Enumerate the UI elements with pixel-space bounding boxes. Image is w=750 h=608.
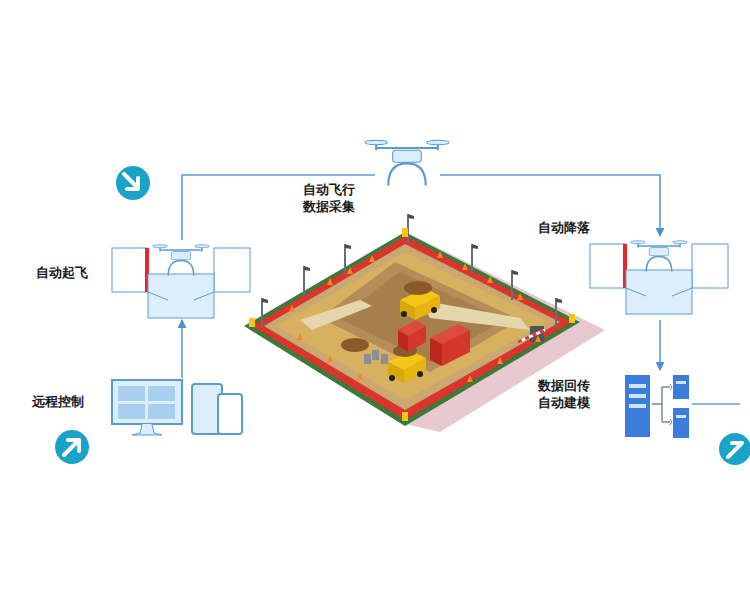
flow-connector xyxy=(182,175,375,240)
drone-icon: 自动飞行 数据采集 xyxy=(375,138,440,190)
flow-connector xyxy=(181,320,183,378)
output-line xyxy=(692,403,740,405)
remote-terminal: 远程控制 xyxy=(112,378,244,438)
drone-dock: 自动降落 xyxy=(588,236,730,320)
drone-icon-graphic xyxy=(375,138,440,190)
drone-dock-graphic xyxy=(588,236,730,320)
lamp-posts xyxy=(262,214,562,328)
teal-arrow-icon xyxy=(719,433,750,465)
node-label: 数据回传 自动建模 xyxy=(538,378,598,412)
node-label: 自动起飞 xyxy=(36,265,100,282)
teal-arrow-icon xyxy=(55,430,89,464)
drone-dock-graphic xyxy=(110,240,252,320)
node-label: 远程控制 xyxy=(32,394,96,411)
teal-arrow-icon xyxy=(116,166,150,200)
node-label: 自动降落 xyxy=(538,220,602,237)
server-icon: 数据回传 自动建模 xyxy=(622,370,692,442)
server-icon-graphic xyxy=(622,370,692,442)
flow-connector xyxy=(440,175,660,236)
flow-connector xyxy=(659,320,661,370)
construction-site xyxy=(244,232,605,432)
node-label: 自动飞行 数据采集 xyxy=(303,182,365,216)
remote-terminal-graphic xyxy=(112,378,244,438)
traffic-cones xyxy=(249,228,575,421)
drone-dock: 自动起飞 xyxy=(110,240,252,320)
